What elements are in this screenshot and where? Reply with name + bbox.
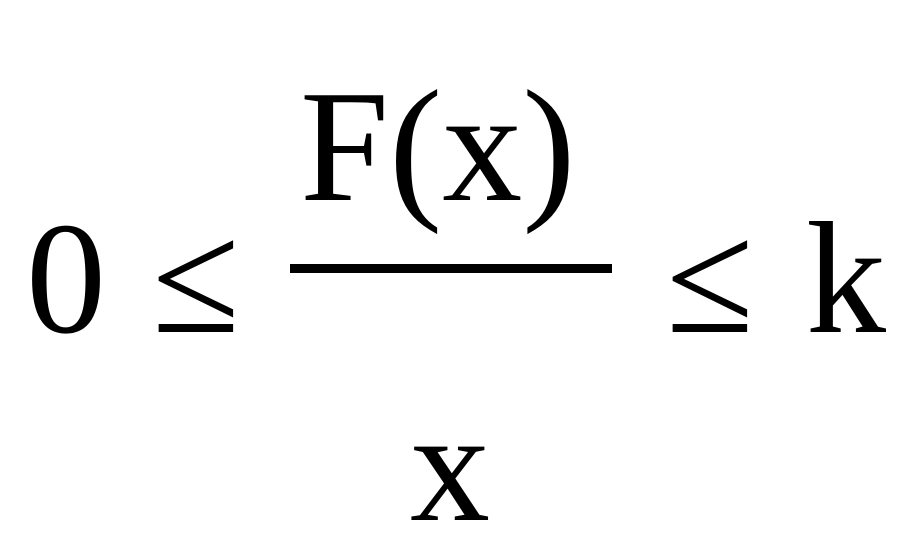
lower-bound: 0: [26, 189, 106, 367]
leq-symbol-left: ≤: [152, 189, 240, 367]
fraction-bar: [290, 264, 612, 273]
fraction-numerator: F(x): [300, 57, 576, 235]
leq-symbol-right: ≤: [666, 189, 754, 367]
fraction-denominator: x: [410, 377, 490, 555]
inequality-formula: 0 ≤ F(x) x ≤ k: [26, 57, 886, 546]
upper-bound: k: [806, 189, 886, 367]
